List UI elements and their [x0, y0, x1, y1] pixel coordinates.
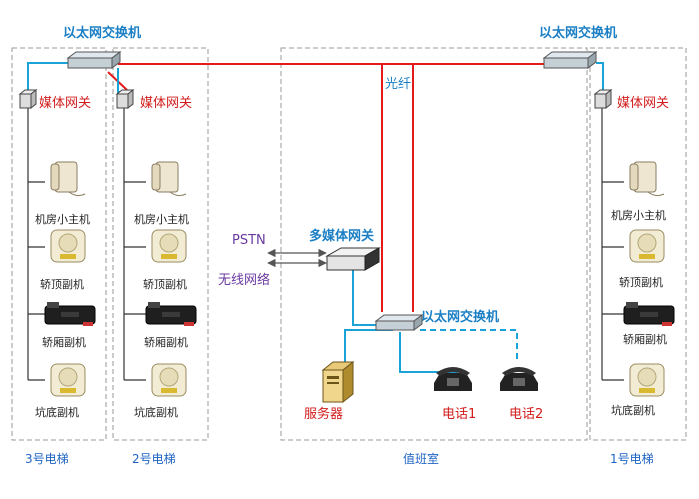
device-column-1 — [623, 161, 675, 397]
zone-box-3 — [11, 47, 107, 441]
switch-label-top-left: 以太网交换机 — [63, 26, 142, 41]
zone-label-2: 2号电梯 — [132, 452, 176, 466]
switch-label-center: 以太网交换机 — [421, 310, 500, 325]
speaker-unit-icon — [629, 363, 665, 397]
speaker-unit-icon — [629, 229, 665, 263]
device-label-1-host: 机房小主机 — [611, 209, 666, 222]
device-label-2-host: 机房小主机 — [134, 213, 189, 226]
server-icon — [321, 360, 355, 404]
media-gateway-label-1: 媒体网关 — [617, 96, 670, 111]
device-label-2-pit: 坑底副机 — [134, 406, 178, 419]
speaker-unit-icon — [151, 229, 187, 263]
car-unit-icon — [145, 302, 197, 326]
car-unit-icon — [623, 302, 675, 326]
device-label-3-host: 机房小主机 — [35, 213, 90, 226]
zone-box-center — [280, 47, 588, 441]
intercom-host-icon — [151, 161, 187, 197]
wireless-label: 无线网络 — [218, 273, 271, 288]
ethernet-switch-icon — [374, 314, 424, 331]
media-gateway-label-3: 媒体网关 — [39, 96, 92, 111]
multimedia-gateway-label: 多媒体网关 — [309, 229, 375, 244]
device-label-3-car: 轿厢副机 — [42, 336, 86, 349]
speaker-unit-icon — [151, 363, 187, 397]
ethernet-switch-icon — [66, 51, 122, 69]
external-links — [267, 248, 327, 268]
device-bus-lines — [27, 108, 624, 381]
speaker-unit-icon — [50, 363, 86, 397]
phone1-label: 电话1 — [442, 407, 477, 422]
phone2-label: 电话2 — [509, 407, 544, 422]
car-unit-icon — [44, 302, 96, 326]
ethernet-links — [27, 62, 604, 373]
intercom-host-icon — [629, 161, 665, 197]
device-label-1-car: 轿厢副机 — [623, 333, 667, 346]
device-column-2 — [145, 161, 197, 397]
pstn-label: PSTN — [232, 233, 266, 248]
speaker-unit-icon — [50, 229, 86, 263]
device-label-3-pit: 坑底副机 — [35, 406, 79, 419]
media-gateway-icon — [18, 88, 38, 110]
intercom-host-icon — [50, 161, 86, 197]
device-label-1-top: 轿顶副机 — [619, 276, 663, 289]
zone-label-1: 1号电梯 — [610, 452, 654, 466]
media-gateway-label-2: 媒体网关 — [140, 96, 193, 111]
device-label-2-top: 轿顶副机 — [143, 278, 187, 291]
device-label-2-car: 轿厢副机 — [144, 336, 188, 349]
zone-label-3: 3号电梯 — [25, 452, 69, 466]
zone-label-center: 值班室 — [403, 452, 440, 466]
phone-icon — [434, 367, 472, 391]
phone-icon — [500, 367, 538, 391]
ethernet-switch-icon — [542, 51, 598, 69]
fiber-label: 光纤 — [385, 77, 412, 92]
zone-box-2 — [112, 47, 209, 441]
device-column-3 — [44, 161, 96, 397]
device-label-1-pit: 坑底副机 — [611, 404, 655, 417]
server-label: 服务器 — [304, 407, 344, 422]
multimedia-gateway-icon — [325, 247, 381, 271]
media-gateway-icon — [593, 88, 613, 110]
device-label-3-top: 轿顶副机 — [40, 278, 84, 291]
switch-label-top-right: 以太网交换机 — [539, 26, 618, 41]
zone-box-1 — [589, 47, 687, 441]
media-gateway-icon — [115, 88, 135, 110]
